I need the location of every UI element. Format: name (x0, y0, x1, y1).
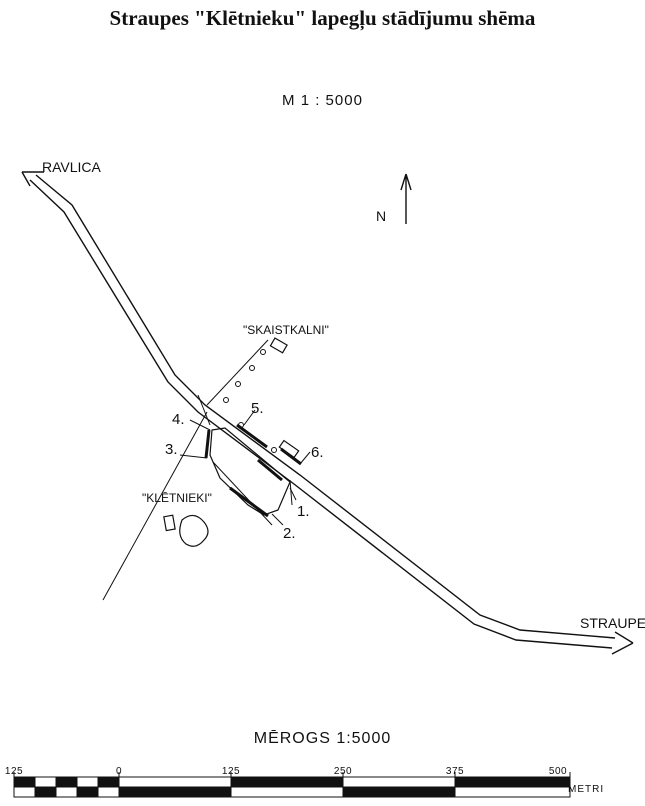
label-kletnieki: "KLĒTNIEKI" (142, 491, 212, 505)
property-lines (102, 339, 293, 601)
plot-label-1: 1. (297, 503, 310, 520)
road (29, 174, 616, 649)
plot-label-6: 6. (311, 444, 324, 461)
scale-tick-label: 0 (115, 766, 123, 777)
map-title: Straupes "Klētnieku" lapegļu stādījumu s… (109, 6, 536, 30)
north-arrow-icon (400, 173, 412, 224)
leader-lines (179, 409, 311, 526)
scale-tick-label: 125 (4, 766, 24, 777)
plot-label-5: 5. (251, 400, 264, 417)
tree-row-north (223, 349, 266, 403)
north-label: N (376, 208, 386, 224)
scale-bar-title: MĒROGS 1:5000 (253, 730, 392, 747)
scale-bar (13, 772, 571, 798)
scale-ratio-top: M 1 : 5000 (282, 92, 363, 109)
plot-label-3: 3. (165, 441, 178, 458)
scale-tick-label: 125 (221, 766, 241, 777)
scale-tick-label: 500 (548, 766, 568, 777)
building-kletnieki-small (163, 514, 176, 532)
road-edge-north (35, 174, 616, 639)
scale-tick-label: 250 (333, 766, 353, 777)
plot-label-2: 2. (283, 525, 296, 542)
plantation-rows (204, 423, 302, 518)
label-ravlica: RAVLICA (42, 159, 102, 175)
plot-6-building (278, 439, 300, 459)
label-straupe: STRAUPE (580, 615, 645, 631)
plantation-area (209, 427, 291, 516)
arrow-east-icon (611, 631, 634, 655)
building-skaistkalni (269, 337, 288, 354)
road-edge-south (29, 179, 613, 649)
scale-unit-label: METRI (568, 784, 605, 795)
scale-tick-label: 375 (445, 766, 465, 777)
building-kletnieki-main (179, 514, 209, 547)
label-skaistkalni: "SKAISTKALNI" (243, 323, 329, 337)
arrow-west-icon (21, 171, 44, 187)
plot-label-4: 4. (172, 411, 185, 428)
plot-5-markers (238, 422, 277, 453)
